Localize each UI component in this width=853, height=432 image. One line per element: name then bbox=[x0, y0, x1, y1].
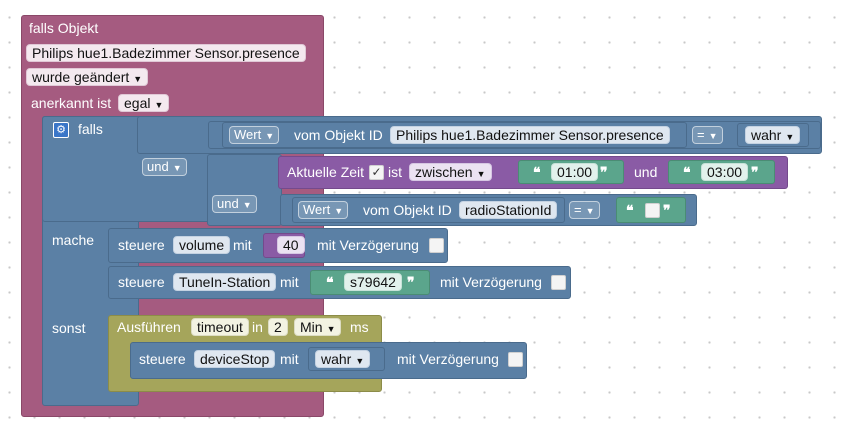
mit-label: mit bbox=[280, 274, 299, 290]
und-label: und bbox=[634, 164, 658, 180]
wert-value: Wert bbox=[234, 127, 262, 142]
steuere-label: steuere bbox=[118, 274, 165, 290]
close-quote-icon: ❞ bbox=[600, 164, 608, 180]
chevron-down-icon: ▼ bbox=[133, 74, 143, 84]
station-field[interactable]: s79642 bbox=[344, 273, 402, 291]
target-field-station[interactable]: TuneIn-Station bbox=[173, 273, 277, 291]
number-field[interactable]: 40 bbox=[277, 236, 305, 254]
chevron-down-icon: ▼ bbox=[585, 206, 595, 216]
wert-dropdown-1[interactable]: Wert▼ bbox=[229, 126, 280, 144]
bool-dropdown[interactable]: wahr▼ bbox=[745, 126, 801, 144]
mit-label: mit bbox=[233, 237, 252, 253]
ack-dropdown[interactable]: egal▼ bbox=[118, 94, 170, 112]
chevron-down-icon: ▼ bbox=[785, 132, 795, 142]
close-quote-icon: ❞ bbox=[663, 202, 671, 218]
chevron-down-icon: ▼ bbox=[326, 324, 336, 334]
chevron-down-icon: ▼ bbox=[154, 100, 164, 110]
steuere-label: steuere bbox=[139, 351, 186, 367]
unit-dropdown[interactable]: Min▼ bbox=[294, 318, 342, 336]
delay-checkbox[interactable] bbox=[551, 275, 566, 290]
timeout-amount-field[interactable]: 2 bbox=[268, 318, 288, 336]
chevron-down-icon: ▼ bbox=[708, 131, 718, 141]
and-block-2[interactable] bbox=[207, 154, 282, 226]
object-id-field-1[interactable]: Philips hue1.Badezimmer Sensor.presence bbox=[390, 126, 670, 144]
delay-label: mit Verzögerung bbox=[440, 274, 542, 290]
bool-value: wahr bbox=[751, 127, 782, 143]
operator-dropdown-3[interactable]: =▼ bbox=[569, 201, 600, 219]
and-value-2: und bbox=[217, 196, 239, 211]
ack-value: egal bbox=[124, 95, 151, 111]
ist-label: ist bbox=[388, 164, 402, 180]
vom-objekt-label: vom Objekt ID bbox=[363, 202, 452, 218]
and-value-1: und bbox=[147, 159, 169, 174]
open-quote-icon: ❝ bbox=[533, 164, 541, 180]
chevron-down-icon: ▼ bbox=[476, 169, 486, 179]
close-quote-icon: ❞ bbox=[407, 274, 415, 290]
execute-label: Ausführen bbox=[117, 319, 181, 335]
target-field-volume[interactable]: volume bbox=[173, 236, 231, 254]
trigger-dropdown[interactable]: wurde geändert▼ bbox=[26, 68, 149, 86]
chevron-down-icon: ▼ bbox=[355, 356, 365, 366]
trigger-value: wurde geändert bbox=[32, 69, 130, 85]
delay-checkbox[interactable] bbox=[508, 352, 523, 367]
falls-label: falls bbox=[78, 121, 103, 137]
range-value: zwischen bbox=[415, 164, 473, 180]
chevron-down-icon: ▼ bbox=[334, 206, 344, 216]
and-dropdown-1[interactable]: und▼ bbox=[142, 158, 187, 176]
delay-label: mit Verzögerung bbox=[317, 237, 419, 253]
empty-text-field[interactable] bbox=[645, 203, 660, 218]
open-quote-icon: ❝ bbox=[626, 202, 634, 218]
object-id-field[interactable]: Philips hue1.Badezimmer Sensor.presence bbox=[26, 44, 306, 62]
unit-value: Min bbox=[300, 319, 323, 335]
range-dropdown[interactable]: zwischen▼ bbox=[409, 163, 492, 181]
wert-dropdown-3[interactable]: Wert▼ bbox=[298, 201, 349, 219]
gear-icon[interactable]: ⚙ bbox=[53, 122, 69, 138]
delay-checkbox[interactable] bbox=[429, 238, 444, 253]
steuere-label: steuere bbox=[118, 237, 165, 253]
chevron-down-icon: ▼ bbox=[172, 163, 182, 173]
event-label: falls Objekt bbox=[29, 20, 99, 36]
delay-label: mit Verzögerung bbox=[397, 351, 499, 367]
vom-objekt-label: vom Objekt ID bbox=[294, 127, 383, 143]
timeout-name-field[interactable]: timeout bbox=[191, 318, 249, 336]
current-time-label: Aktuelle Zeit bbox=[287, 164, 365, 180]
time-to-field[interactable]: 03:00 bbox=[701, 163, 749, 181]
and-dropdown-2[interactable]: und▼ bbox=[212, 195, 257, 213]
close-quote-icon: ❞ bbox=[751, 164, 759, 180]
ms-label: ms bbox=[350, 319, 369, 335]
chevron-down-icon: ▼ bbox=[265, 131, 275, 141]
bool-value: wahr bbox=[321, 351, 352, 367]
sonst-label: sonst bbox=[52, 320, 86, 336]
bool-dropdown-3[interactable]: wahr▼ bbox=[315, 350, 371, 368]
in-label: in bbox=[252, 319, 263, 335]
chevron-down-icon: ▼ bbox=[242, 200, 252, 210]
ack-label: anerkannt ist bbox=[31, 95, 112, 111]
checkbox-checked-icon[interactable]: ✓ bbox=[369, 165, 384, 180]
object-id-field-3[interactable]: radioStationId bbox=[459, 201, 558, 219]
operator-value: = bbox=[697, 127, 705, 142]
time-from-field[interactable]: 01:00 bbox=[551, 163, 599, 181]
open-quote-icon: ❝ bbox=[683, 164, 691, 180]
mit-label: mit bbox=[280, 351, 299, 367]
operator-dropdown-1[interactable]: =▼ bbox=[692, 126, 723, 144]
open-quote-icon: ❝ bbox=[326, 274, 334, 290]
target-field-devicestop[interactable]: deviceStop bbox=[194, 350, 276, 368]
wert-value: Wert bbox=[303, 202, 331, 217]
operator-value: = bbox=[574, 202, 582, 217]
mache-label: mache bbox=[52, 232, 95, 248]
